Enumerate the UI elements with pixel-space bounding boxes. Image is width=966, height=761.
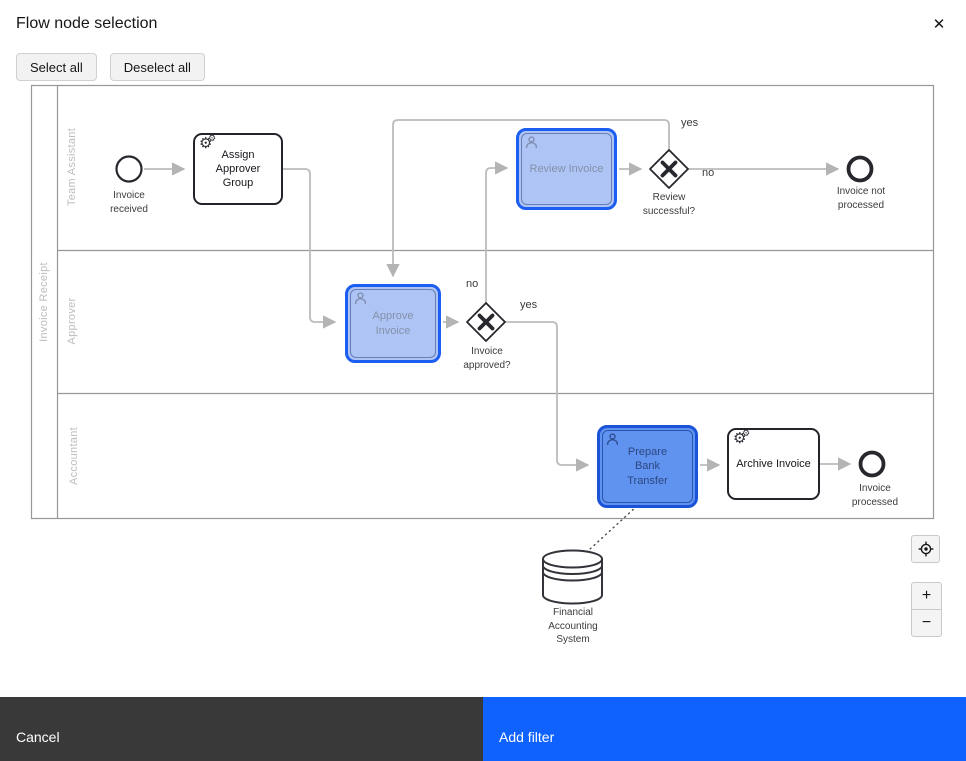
cancel-button[interactable]: Cancel (0, 697, 483, 761)
task-label: Prepare Bank Transfer (627, 446, 668, 487)
service-task-icon: ⚙ (733, 430, 747, 447)
page-title: Flow node selection (16, 15, 158, 32)
flow-approved-no (485, 161, 509, 303)
edge-label-no: no (466, 278, 479, 290)
close-icon: ✕ (932, 16, 946, 33)
pool-label: Invoice Receipt (38, 262, 50, 342)
data-association (588, 505, 638, 551)
datastore-label: Financial Accounting System (548, 607, 598, 645)
datastore-icon (542, 549, 603, 605)
close-button[interactable]: ✕ (924, 10, 954, 40)
minus-icon: − (921, 614, 932, 631)
task-archive-invoice[interactable]: ⚙ ⚙ Archive Invoice (727, 428, 820, 500)
zoom-controls: + − (911, 582, 942, 637)
user-task-icon (525, 136, 538, 148)
lane-label-accountant: Accountant (68, 426, 80, 486)
diagram-layer (30, 84, 935, 605)
user-task-icon (606, 433, 619, 445)
flow-approved-yes (505, 321, 590, 472)
sequence-flows (144, 119, 852, 472)
gateway-label: Invoice approved? (463, 346, 511, 371)
service-task-icon-small: ⚙ (742, 428, 751, 438)
start-event-label: Invoice received (110, 190, 148, 215)
gateway-invoice-approved[interactable] (466, 302, 506, 342)
deselect-all-button[interactable]: Deselect all (109, 53, 205, 81)
end-event-label: Invoice processed (851, 483, 899, 508)
xor-gateway-icon (660, 160, 678, 178)
flow-review-yes (386, 119, 670, 278)
user-task-icon (354, 292, 367, 304)
lane-label-team-assistant: Team Assistant (66, 127, 78, 207)
selection-action-bar: Select all Deselect all (16, 53, 205, 81)
service-task-icon: ⚙ (199, 135, 213, 152)
pool-invoice-receipt (30, 84, 935, 520)
edge-label-no: no (702, 167, 715, 179)
locate-icon (918, 541, 933, 557)
zoom-in-button[interactable]: + (912, 583, 941, 610)
reset-viewport-button[interactable] (911, 535, 940, 563)
end-event-invoice-processed[interactable] (858, 450, 886, 478)
start-event-invoice-received[interactable] (115, 155, 143, 183)
gateway-review-successful[interactable] (649, 149, 689, 189)
task-label: Approve Invoice (372, 310, 414, 337)
end-event-invoice-not-processed[interactable] (846, 155, 874, 183)
task-label: Archive Invoice (736, 457, 811, 470)
task-assign-approver-group[interactable]: ⚙ ⚙ Assign Approver Group (193, 133, 283, 205)
edge-label-yes: yes (681, 117, 699, 129)
task-label: Assign Approver Group (215, 148, 261, 190)
task-prepare-bank-transfer[interactable]: Prepare Bank Transfer (597, 425, 698, 508)
add-filter-button[interactable]: Add filter (483, 697, 966, 761)
service-task-icon-small: ⚙ (208, 133, 217, 143)
gateway-label: Review successful? (642, 192, 696, 217)
task-approve-invoice[interactable]: Approve Invoice (345, 284, 441, 363)
xor-gateway-icon (477, 313, 495, 331)
bpmn-diagram-canvas[interactable]: Invoice Receipt Team Assistant Approver … (0, 0, 966, 697)
lane-label-approver: Approver (66, 297, 78, 345)
flow-assign-to-approve (283, 168, 337, 329)
task-label: Review Invoice (529, 162, 604, 175)
edge-label-yes: yes (520, 299, 538, 311)
end-event-label: Invoice not processed (836, 186, 886, 211)
select-all-button[interactable]: Select all (16, 53, 97, 81)
task-review-invoice[interactable]: Review Invoice (516, 128, 617, 210)
plus-icon: + (921, 587, 932, 604)
zoom-out-button[interactable]: − (912, 610, 941, 636)
